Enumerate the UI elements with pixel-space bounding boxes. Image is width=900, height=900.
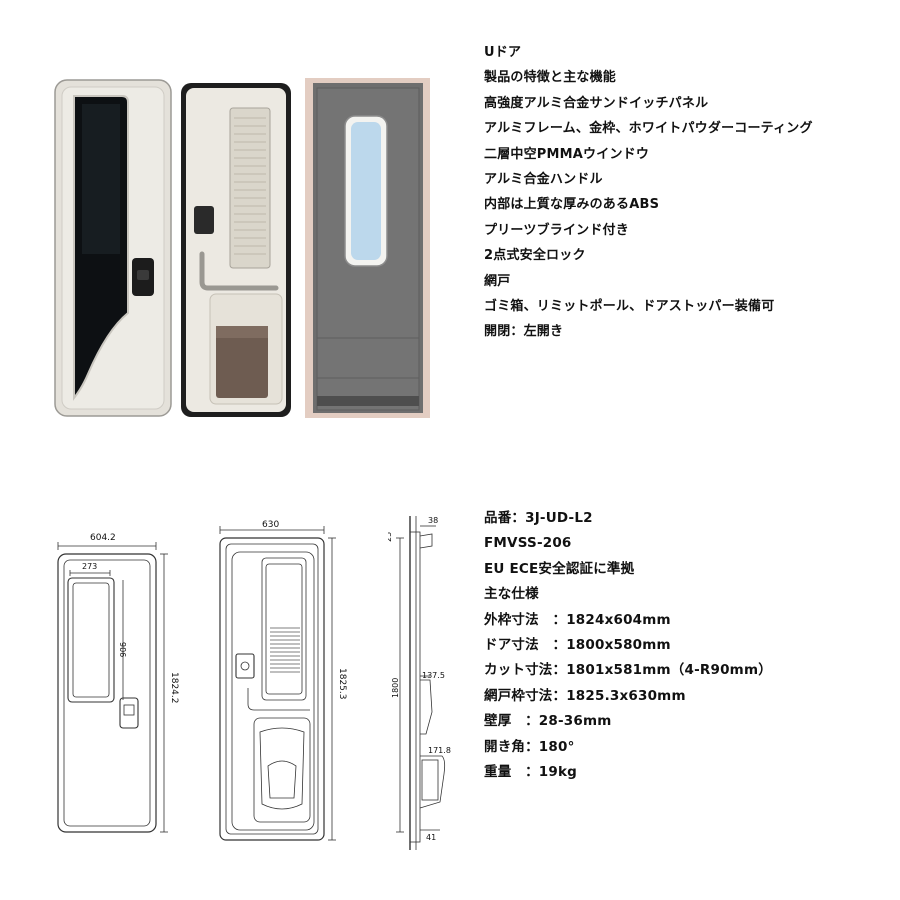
spec-item: EU ECE安全認証に準拠 — [484, 560, 635, 577]
feature-item: ゴミ箱、リミットポール、ドアストッパー装備可 — [484, 299, 775, 315]
spec-item: 重量 ：19kg — [484, 764, 578, 781]
feature-title: Uドア — [484, 45, 522, 60]
dim-window-height: 906 — [118, 642, 127, 657]
feature-item: 2点式安全ロック — [484, 248, 586, 264]
feature-item: 二層中空PMMAウインドウ — [484, 146, 650, 162]
feature-item: 開閉：左開き — [484, 324, 564, 340]
screen-door-photo — [305, 78, 430, 418]
spec-model: 品番：3J-UD-L2 — [484, 510, 593, 526]
spec-item: 網戸枠寸法：1825.3x630mm — [484, 687, 686, 704]
feature-list: Uドア 製品の特徴と主な機能 高強度アルミ合金サンドイッチパネル アルミフレーム… — [484, 40, 813, 345]
front-view-drawing: 604.2 273 906 1824.2 — [57, 533, 179, 833]
inner-view-drawing: 630 1825.3 — [219, 520, 347, 841]
feature-item: 高強度アルミ合金サンドイッチパネル — [484, 95, 709, 111]
spec-heading: 主な仕様 — [484, 586, 539, 603]
dim-height: 1825.3 — [337, 668, 347, 700]
dim-top-thickness: 38 — [428, 516, 438, 525]
spec-item: 外枠寸法 ：1824x604mm — [484, 611, 671, 628]
spec-item: 開き角：180° — [484, 738, 575, 755]
dim-width: 604.2 — [90, 533, 116, 543]
door-exterior-photo — [54, 79, 172, 417]
door-interior-photo — [181, 83, 291, 417]
feature-item: アルミ合金ハンドル — [484, 172, 603, 188]
dim-height: 1824.2 — [169, 672, 179, 704]
dim-top-offset: 25 — [388, 532, 393, 542]
feature-item: 網戸 — [484, 273, 511, 289]
spec-item: カット寸法：1801x581mm（4-R90mm） — [484, 662, 772, 679]
dim-width: 630 — [262, 520, 279, 530]
feature-item: 製品の特徴と主な機能 — [484, 70, 617, 86]
feature-item: アルミフレーム、金枠、ホワイトパウダーコーティング — [484, 121, 813, 137]
dim-height: 1800 — [391, 678, 400, 698]
dim-handle-depth: 137.5 — [422, 671, 445, 680]
spec-item: 壁厚 ：28-36mm — [484, 713, 612, 730]
dim-bin-depth: 171.8 — [428, 746, 451, 755]
side-section-drawing: 38 25 1800 137.5 171.8 41 — [388, 516, 451, 850]
dim-bottom-thickness: 41 — [426, 833, 436, 842]
spec-item: FMVSS-206 — [484, 535, 572, 552]
feature-item: プリーツブラインド付き — [484, 222, 629, 238]
dim-window-width: 273 — [82, 562, 97, 571]
spec-list: 品番：3J-UD-L2 FMVSS-206 EU ECE安全認証に準拠 主な仕様… — [484, 506, 772, 785]
spec-item: ドア寸法 ：1800x580mm — [484, 637, 671, 654]
feature-item: 内部は上質な厚みのあるABS — [484, 197, 660, 213]
